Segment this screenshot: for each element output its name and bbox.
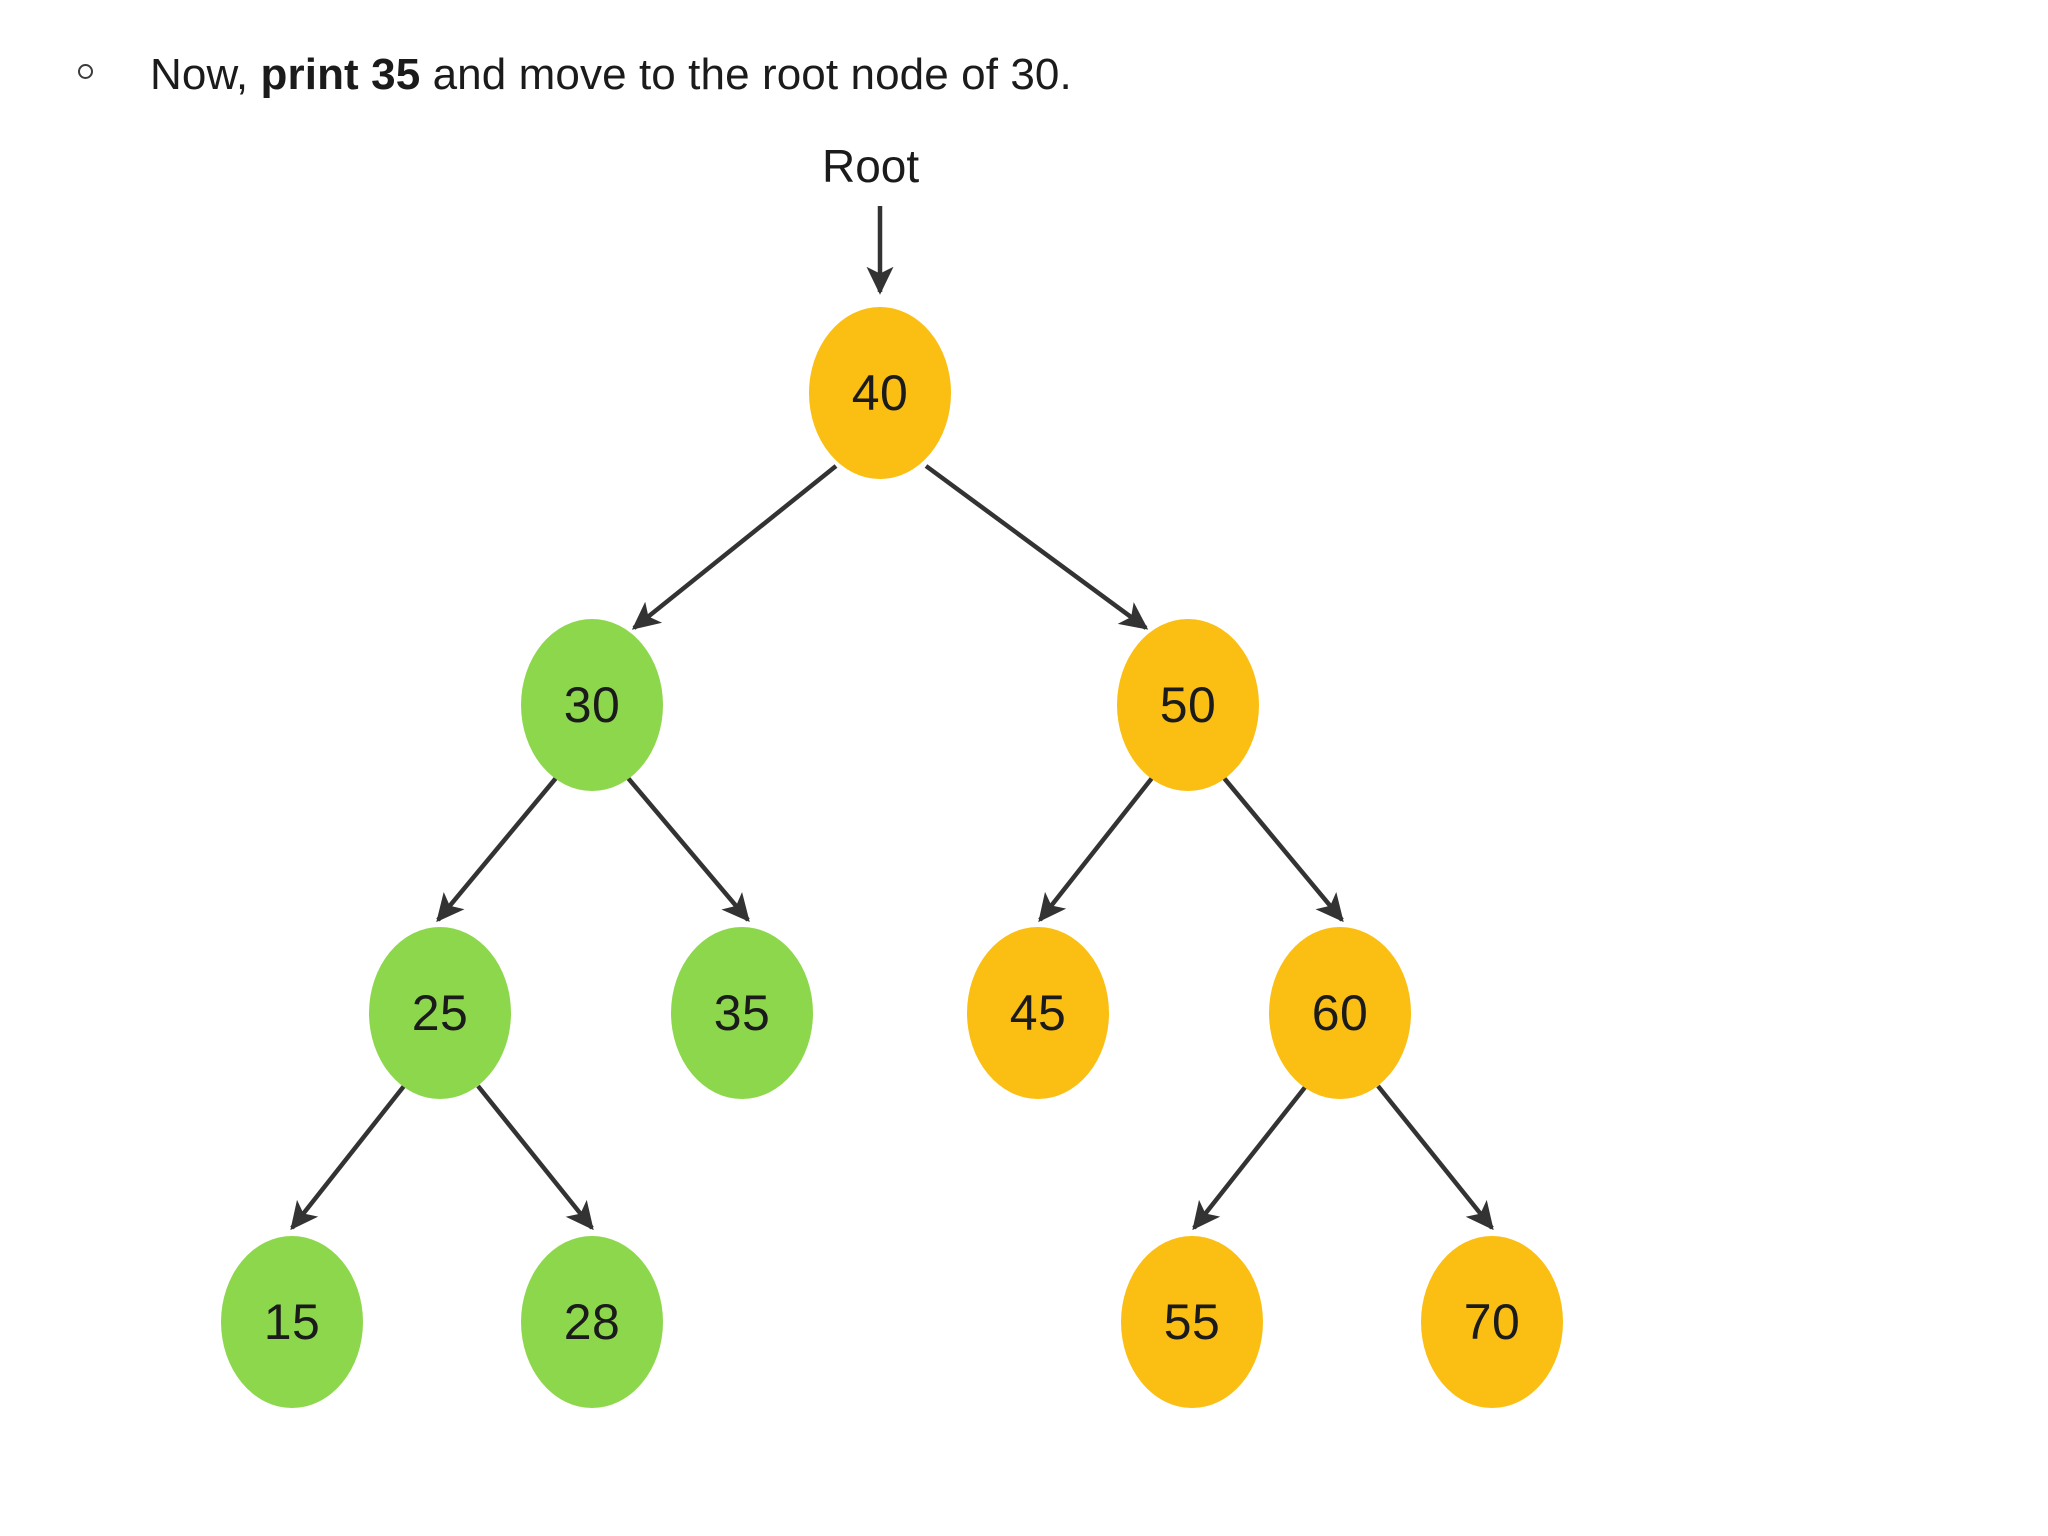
tree-node-28: 28 bbox=[521, 1236, 663, 1408]
edge-40-30 bbox=[631, 464, 838, 630]
root-label: Root bbox=[822, 140, 920, 192]
tree-node-value: 15 bbox=[263, 1294, 321, 1350]
tree-node-value: 40 bbox=[851, 365, 909, 421]
tree-node-15: 15 bbox=[221, 1236, 363, 1408]
tree-node-value: 60 bbox=[1311, 985, 1369, 1041]
tree-node-25: 25 bbox=[369, 927, 511, 1099]
tree-node-value: 70 bbox=[1463, 1294, 1521, 1350]
tree-node-value: 45 bbox=[1009, 985, 1067, 1041]
edge-60-55 bbox=[1192, 1084, 1308, 1231]
edge-30-25 bbox=[436, 776, 558, 923]
tree-node-60: 60 bbox=[1269, 927, 1411, 1099]
edge-50-60 bbox=[1222, 776, 1344, 923]
edge-25-28 bbox=[476, 1084, 594, 1231]
tree-node-70: 70 bbox=[1421, 1236, 1563, 1408]
bullet-circle-icon bbox=[78, 64, 93, 79]
edge-40-50 bbox=[924, 464, 1149, 630]
edge-60-70 bbox=[1376, 1084, 1494, 1231]
tree-node-50: 50 bbox=[1117, 619, 1259, 791]
tree-node-value: 35 bbox=[713, 985, 771, 1041]
caption-emphasis: print 35 bbox=[260, 50, 421, 99]
tree-node-value: 50 bbox=[1159, 677, 1217, 733]
tree-node-45: 45 bbox=[967, 927, 1109, 1099]
edge-30-35 bbox=[626, 776, 750, 923]
tree-node-30: 30 bbox=[521, 619, 663, 791]
tree-node-value: 25 bbox=[411, 985, 469, 1041]
edge-25-15 bbox=[290, 1084, 406, 1231]
tree-node-55: 55 bbox=[1121, 1236, 1263, 1408]
caption-text: Now, print 35 and move to the root node … bbox=[150, 40, 1072, 110]
caption-suffix: and move to the root node of 30. bbox=[420, 50, 1072, 99]
caption-bullet-row: Now, print 35 and move to the root node … bbox=[0, 40, 2048, 110]
tree-node-35: 35 bbox=[671, 927, 813, 1099]
tree-node-40: 40 bbox=[809, 307, 951, 479]
tree-node-value: 30 bbox=[563, 677, 621, 733]
edge-50-45 bbox=[1038, 776, 1154, 923]
tree-node-value: 55 bbox=[1163, 1294, 1221, 1350]
caption-prefix: Now, bbox=[150, 50, 261, 99]
tree-node-value: 28 bbox=[563, 1294, 621, 1350]
